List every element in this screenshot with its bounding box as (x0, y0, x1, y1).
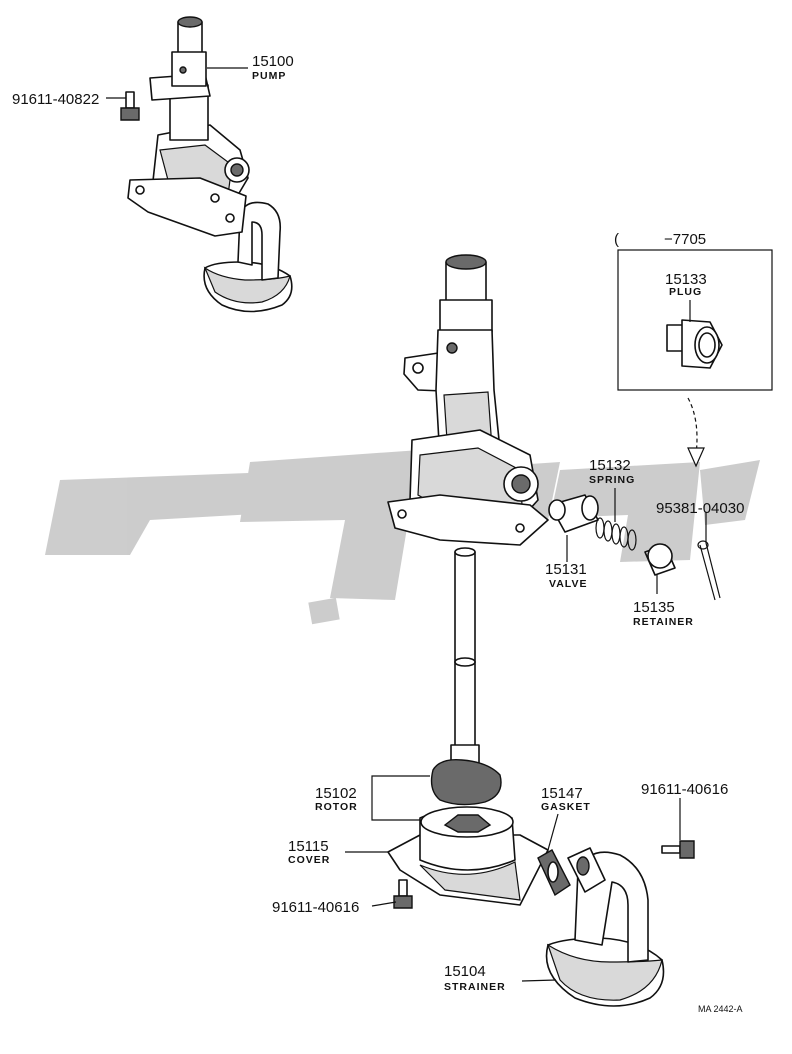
cotter-pin-icon (697, 540, 721, 601)
callout-valve: 15131 VALVE (545, 561, 587, 590)
pump-body (387, 254, 549, 546)
cover-icon (387, 806, 549, 906)
callout-bolt-lower: 91611-40616 (272, 899, 359, 916)
svg-text:15147: 15147 (541, 785, 583, 802)
arrow-down-icon (687, 397, 705, 468)
svg-text:15133: 15133 (665, 271, 707, 288)
retainer-icon (644, 543, 676, 576)
leader-lines (106, 67, 707, 982)
svg-text:STRAINER: STRAINER (444, 981, 506, 993)
svg-text:15132: 15132 (589, 457, 631, 474)
svg-text:ROTOR: ROTOR (315, 801, 358, 813)
strainer-icon (545, 847, 665, 1007)
bolt-upper-icon (120, 91, 140, 121)
svg-text:RETAINER: RETAINER (633, 616, 694, 628)
diagram-reference: MA 2442-A (698, 1004, 743, 1014)
svg-text:15104: 15104 (444, 963, 486, 980)
callout-plug: 15133 PLUG (665, 271, 707, 298)
svg-text:15135: 15135 (633, 599, 675, 616)
callout-retainer: 15135 RETAINER (633, 599, 694, 628)
plug-date-box (617, 249, 773, 391)
svg-text:SPRING: SPRING (589, 474, 635, 486)
callout-bolt-upper: 91611-40822 (12, 91, 99, 108)
svg-text:15131: 15131 (545, 561, 587, 578)
svg-text:VALVE: VALVE (549, 578, 587, 590)
svg-text:15115: 15115 (288, 838, 329, 855)
callout-strainer: 15104 STRAINER (444, 963, 506, 993)
callout-cotter-pin: 95381-04030 (656, 500, 744, 517)
svg-text:15100: 15100 (252, 53, 294, 70)
svg-text:95381-04030: 95381-04030 (656, 500, 744, 517)
callout-spring: 15132 SPRING (589, 457, 635, 486)
rotor-icon (430, 759, 502, 806)
callout-pump: 15100 PUMP (252, 53, 294, 82)
gasket-icon (537, 849, 571, 897)
drive-shaft (450, 547, 480, 766)
spring-icon (595, 517, 637, 551)
svg-text:COVER: COVER (288, 854, 330, 866)
svg-text:91611-40616: 91611-40616 (272, 899, 359, 916)
date-range-label: −7705 (664, 231, 706, 248)
valve-icon (548, 494, 599, 533)
bolt-lower-icon (393, 879, 413, 909)
svg-text:GASKET: GASKET (541, 801, 591, 813)
bolt-right-icon (661, 840, 695, 859)
watermark-logo (45, 450, 760, 625)
svg-text:PUMP: PUMP (252, 70, 286, 82)
box-open-paren: ( (614, 231, 619, 248)
svg-text:91611-40616: 91611-40616 (641, 781, 728, 798)
callout-gasket: 15147 GASKET (541, 785, 591, 813)
callout-cover: 15115 COVER (288, 838, 330, 866)
svg-text:PLUG: PLUG (669, 286, 702, 298)
callout-bolt-right: 91611-40616 (641, 781, 728, 798)
pump-assembly-overview (120, 16, 293, 313)
svg-text:15102: 15102 (315, 785, 357, 802)
svg-text:91611-40822: 91611-40822 (12, 91, 99, 108)
callout-rotor: 15102 ROTOR (315, 785, 358, 813)
plug-icon (666, 319, 723, 369)
